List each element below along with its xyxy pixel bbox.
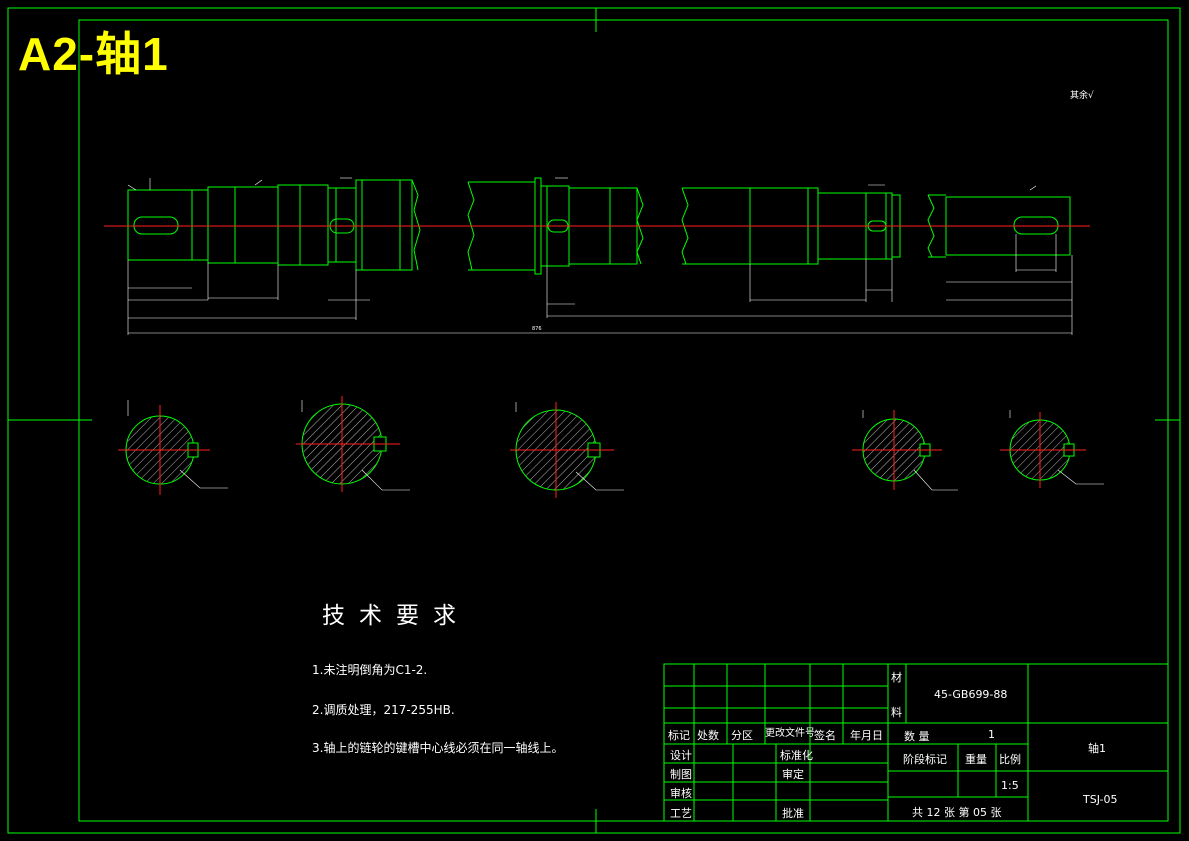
section-view-a <box>118 400 228 495</box>
revision-header: 处数 <box>697 729 719 742</box>
requirement-item: 1.未注明倒角为C1-2. <box>312 663 428 677</box>
section-view-c <box>510 402 624 498</box>
centering-marks <box>8 8 1180 833</box>
role-label: 审核 <box>670 787 692 800</box>
scale-label: 比例 <box>999 753 1021 766</box>
role-label: 审定 <box>782 768 804 781</box>
revision-header: 年月日 <box>850 729 883 742</box>
section-view-d <box>852 410 958 491</box>
role-label: 制图 <box>670 768 692 781</box>
part-name: 轴1 <box>1088 742 1106 755</box>
surface-roughness-note: 其余√ <box>1070 91 1094 101</box>
sheet-title: A2-轴1 <box>18 28 169 80</box>
role-label: 工艺 <box>670 807 692 820</box>
revision-header: 分区 <box>731 729 753 742</box>
sheet-border <box>7 7 1181 834</box>
stage-label: 阶段标记 <box>903 753 947 766</box>
role-label: 标准化 <box>780 749 813 762</box>
material-label: 材 <box>891 671 902 684</box>
material-value: 45-GB699-88 <box>934 688 1008 701</box>
revision-header: 更改文件号 <box>765 728 815 739</box>
requirement-item: 3.轴上的链轮的键槽中心线必须在同一轴线上。 <box>312 741 564 755</box>
dimension-lines <box>127 177 1073 335</box>
material-label: 料 <box>891 706 902 719</box>
technical-requirements-heading: 技术要求 <box>322 603 470 629</box>
role-label: 批准 <box>782 807 804 820</box>
role-label: 设计 <box>670 749 692 762</box>
roughness-label: 其余 <box>1070 91 1089 101</box>
sheet-count: 共 12 张 第 05 张 <box>912 806 1002 819</box>
quantity-label: 数 量 <box>904 730 930 743</box>
drawing-number: TSJ-05 <box>1083 793 1118 806</box>
section-view-e <box>1000 410 1104 488</box>
quantity-value: 1 <box>988 728 995 741</box>
scale-value: 1:5 <box>1001 779 1019 792</box>
title-block-grid <box>663 663 1169 822</box>
section-view-b <box>296 396 410 492</box>
requirement-item: 2.调质处理，217-255HB. <box>312 703 455 717</box>
revision-header: 标记 <box>668 729 690 742</box>
revision-header: 签名 <box>814 729 836 742</box>
overall-length-dimension: 876 <box>532 326 542 332</box>
weight-label: 重量 <box>965 753 987 766</box>
